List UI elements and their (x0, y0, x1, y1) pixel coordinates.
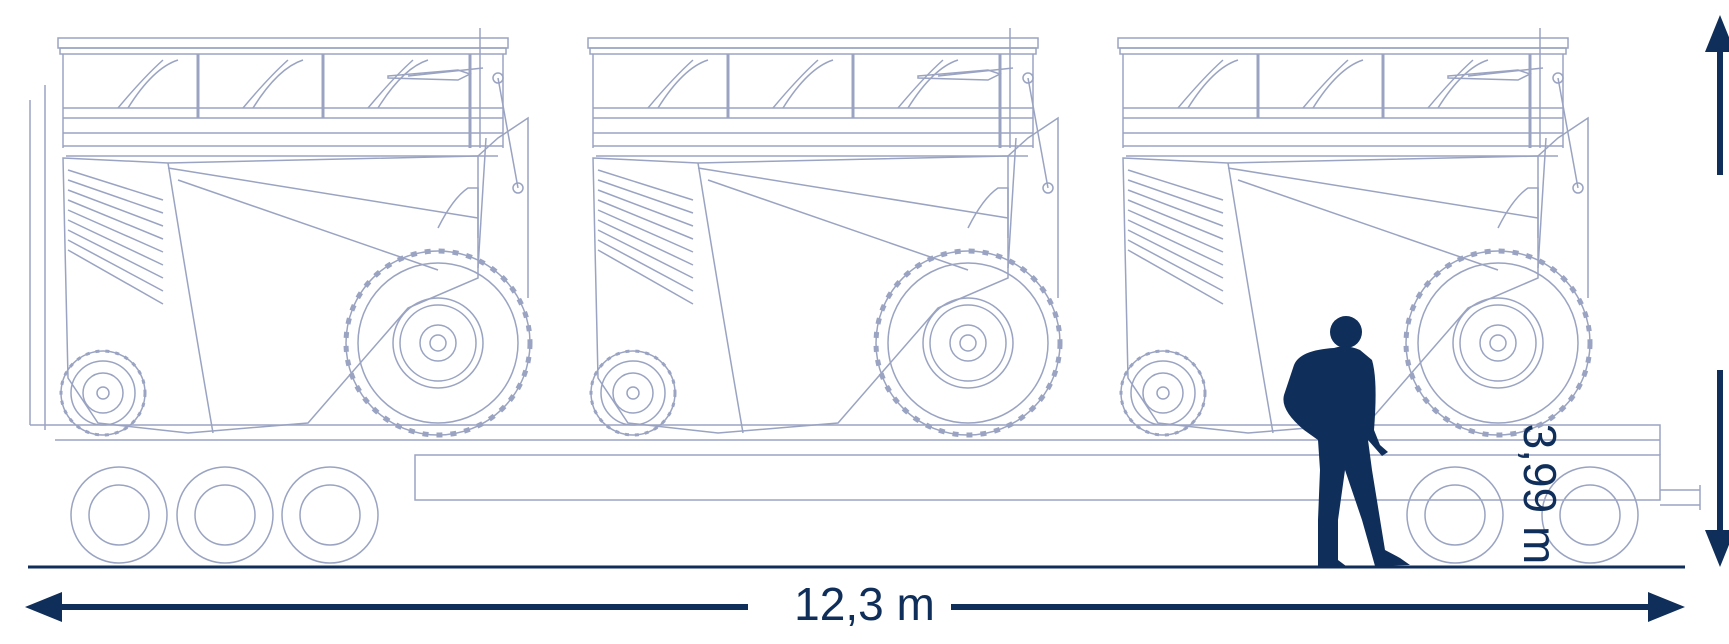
trailer-wheel (70, 466, 1639, 564)
arrow-right-icon (1648, 592, 1685, 622)
machine-2 (588, 28, 1060, 435)
height-dimension (1705, 15, 1729, 567)
person-silhouette-icon (1283, 316, 1410, 566)
trailer (29, 85, 1701, 564)
width-dimension (25, 592, 1685, 622)
arrow-down-icon (1705, 530, 1729, 567)
arrow-left-icon (25, 592, 62, 622)
machine-1 (58, 28, 530, 435)
length-dimension-label: 12,3 m (0, 578, 1729, 630)
arrow-up-icon (1705, 15, 1729, 52)
height-dimension-label: 3,99 m (1514, 423, 1566, 565)
